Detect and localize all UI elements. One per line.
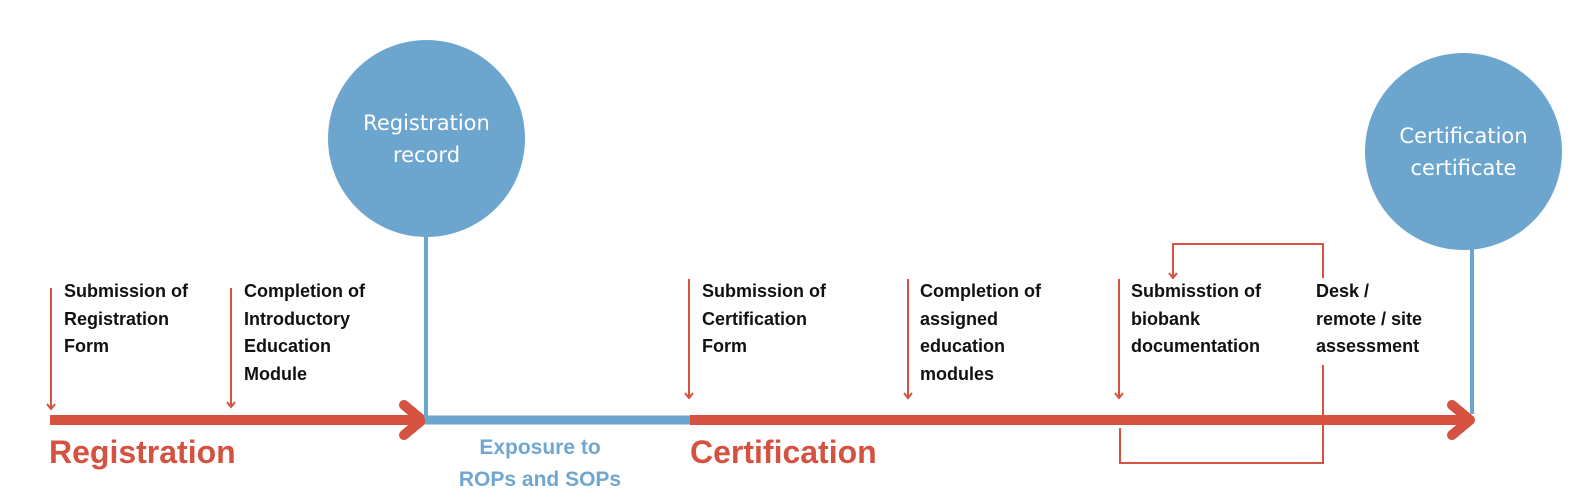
step-arrow-2 (226, 288, 236, 409)
feedback-loop-top (1168, 243, 1324, 280)
certification-arrowhead (1447, 400, 1475, 440)
certification-certificate-milestone: Certification certificate (1365, 53, 1562, 250)
step-label-completion-assigned-modules: Completion of assigned education modules (920, 281, 1041, 384)
step-label-submission-certification-form: Submission of Certification Form (702, 281, 827, 356)
certification-certificate-label: Certification certificate (1399, 123, 1528, 180)
step-arrow-5 (1114, 279, 1124, 400)
phase-label-certification: Certification (690, 434, 877, 470)
step-label-submission-biobank-documentation: Submisstion of biobank documentation (1131, 281, 1261, 356)
step-label-submission-registration-form: Submission of Registration Form (64, 281, 189, 356)
phase-label-exposure: Exposure to ROPs and SOPs (458, 436, 622, 491)
step-label-completion-introductory-module: Completion of Introductory Education Mod… (244, 281, 365, 384)
registration-arrowhead (399, 400, 427, 440)
step-label-desk-remote-site-assessment: Desk / remote / site assessment (1316, 281, 1423, 356)
step-arrow-4 (903, 279, 913, 400)
step-arrow-1 (46, 288, 56, 411)
registration-record-label: Registration record (363, 110, 490, 167)
phase-label-registration: Registration (49, 434, 236, 470)
step-arrow-3 (684, 279, 694, 400)
feedback-loop-bottom (1119, 365, 1324, 464)
registration-record-milestone: Registration record (328, 40, 525, 237)
